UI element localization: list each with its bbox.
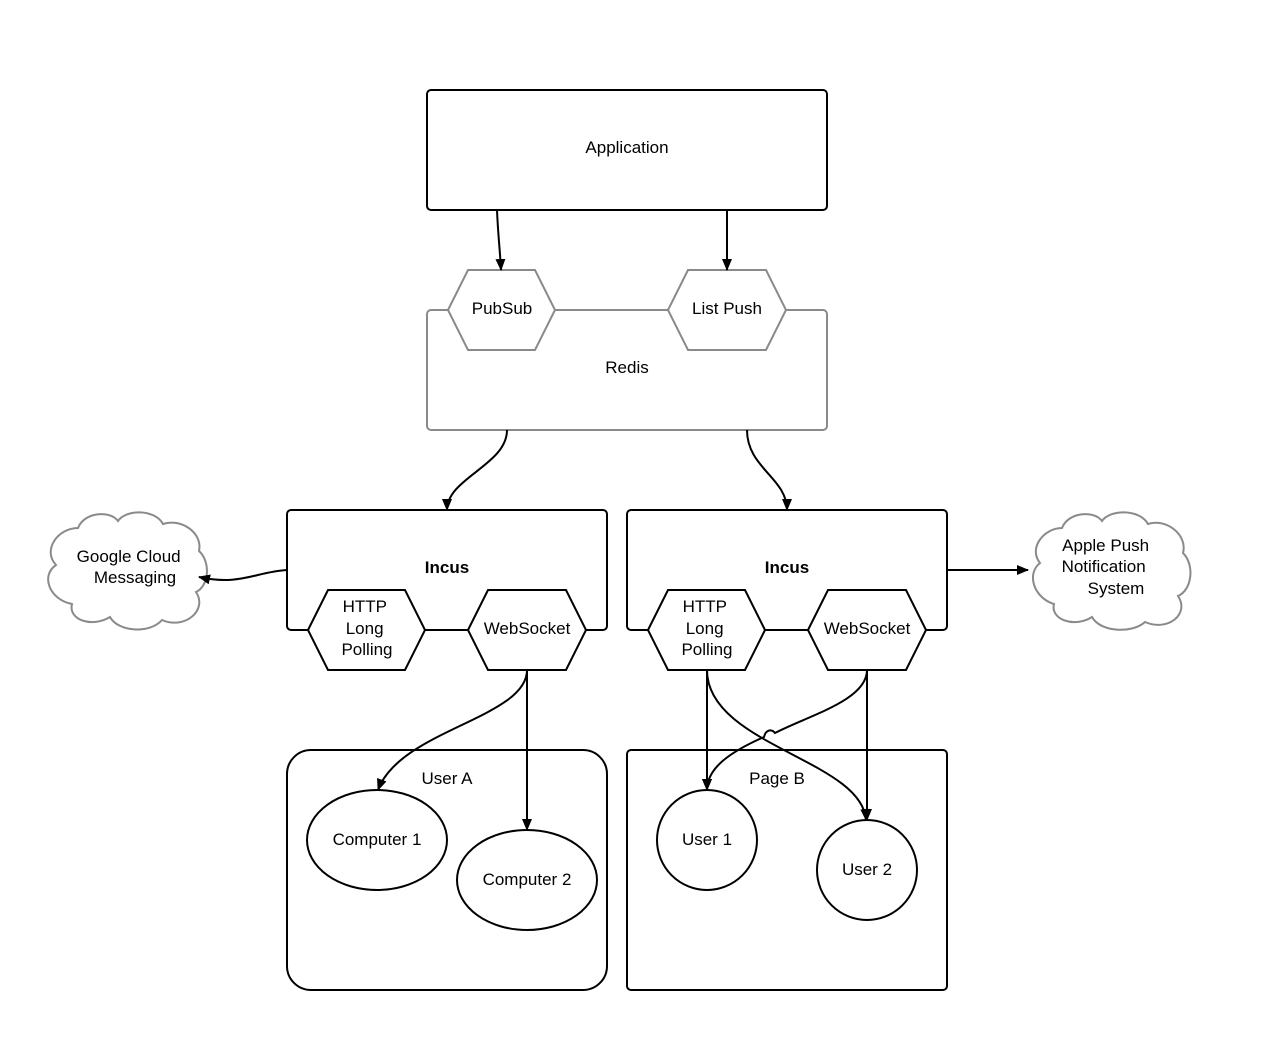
computer-2-label: Computer 2 xyxy=(483,870,572,889)
redis-label: Redis xyxy=(605,358,648,377)
http-long-polling-right-node[interactable]: HTTP Long Polling xyxy=(646,589,767,671)
pubsub-node[interactable]: PubSub xyxy=(446,269,557,351)
user-1-label: User 1 xyxy=(682,830,732,849)
computer-1-label: Computer 1 xyxy=(333,830,422,849)
edge-incus-left-gcm xyxy=(198,569,288,585)
apns-line1: Apple Push xyxy=(1062,536,1149,555)
user-2-node[interactable]: User 2 xyxy=(816,819,918,921)
list-push-node[interactable]: List Push xyxy=(666,269,788,351)
apns-line2: Notification xyxy=(1062,557,1146,576)
edge-redis-incus-left xyxy=(442,429,508,511)
list-push-label: List Push xyxy=(692,299,762,318)
user-1-node[interactable]: User 1 xyxy=(656,789,758,891)
http-right-line2: Long xyxy=(686,619,724,638)
http-long-polling-left-node[interactable]: HTTP Long Polling xyxy=(306,589,427,671)
user-2-label: User 2 xyxy=(842,860,892,879)
http-right-line1: HTTP xyxy=(683,597,727,616)
svg-text:Apple Push Notification: Apple Push Notification System xyxy=(1062,536,1154,598)
websocket-left-label: WebSocket xyxy=(484,619,571,638)
edge-websocket-left-computer-1 xyxy=(377,669,528,791)
http-right-line3: Polling xyxy=(681,640,732,659)
websocket-left-node[interactable]: WebSocket xyxy=(466,589,588,671)
cloud-icon xyxy=(47,511,208,631)
http-left-line2: Long xyxy=(346,619,384,638)
pubsub-label: PubSub xyxy=(472,299,533,318)
computer-2-node[interactable]: Computer 2 xyxy=(456,829,598,931)
computer-1-node[interactable]: Computer 1 xyxy=(306,789,448,891)
incus-right-label: Incus xyxy=(765,558,809,577)
page-b-label: Page B xyxy=(749,769,805,788)
edge-application-pubsub xyxy=(495,209,506,271)
http-left-line3: Polling xyxy=(341,640,392,659)
websocket-right-label: WebSocket xyxy=(824,619,911,638)
google-cloud-messaging-node[interactable]: Google Cloud Messaging xyxy=(47,511,208,631)
edge-redis-incus-right xyxy=(746,429,792,511)
svg-text:HTTP Long Polling: HTTP Long Polling xyxy=(341,597,392,659)
cloud-icon xyxy=(1032,511,1192,631)
svg-text:HTTP Long Polling: HTTP Long Polling xyxy=(681,597,732,659)
apple-push-notification-node[interactable]: Apple Push Notification System xyxy=(1032,511,1192,631)
gcm-line2: Messaging xyxy=(94,568,176,587)
http-left-line1: HTTP xyxy=(343,597,387,616)
incus-left-label: Incus xyxy=(425,558,469,577)
application-node[interactable]: Application xyxy=(426,89,828,211)
application-label: Application xyxy=(585,138,668,157)
gcm-line1: Google Cloud xyxy=(77,547,181,566)
websocket-right-node[interactable]: WebSocket xyxy=(806,589,928,671)
edge-websocket-right-user-1 xyxy=(702,669,868,791)
svg-text:Google Cloud Messaging: Google Cloud Messaging xyxy=(77,547,186,587)
apns-line3: System xyxy=(1088,579,1145,598)
user-a-label: User A xyxy=(421,769,473,788)
edge-http-right-user-2 xyxy=(706,669,871,821)
